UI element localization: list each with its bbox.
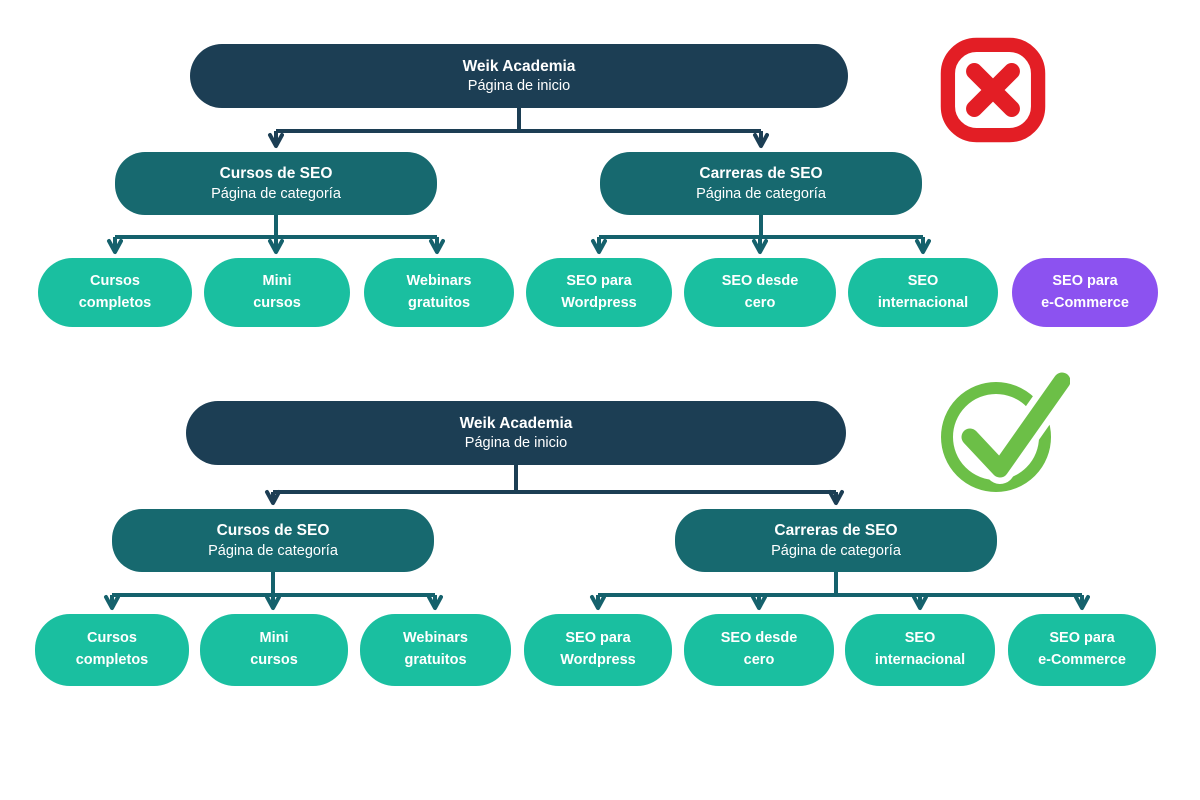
leaf-label-line: SEO para — [566, 272, 632, 289]
leaf-label-line: SEO para — [1049, 630, 1115, 647]
leaf-label-line: SEO para — [1052, 272, 1118, 289]
leaf-label-line: cero — [743, 652, 775, 668]
leaf-label-line: e-Commerce — [1038, 652, 1126, 668]
root-title: Weik Academia — [459, 414, 573, 432]
right-leaf-seo-desde-cero: SEO desde cero — [684, 614, 834, 686]
wrong-leaf-cursos-completos: Cursos completos — [38, 258, 192, 327]
leaf-label-line: Webinars — [406, 272, 472, 289]
leaf-label-line: SEO — [904, 630, 936, 647]
leaf-label-line: cursos — [250, 652, 298, 668]
category-subtitle: Página de categoría — [211, 185, 341, 202]
leaf-label-line: cero — [744, 294, 776, 311]
root-subtitle: Página de inicio — [467, 78, 571, 95]
leaf-label-line: completos — [78, 294, 152, 311]
right-leaf-cursos-completos: Cursos completos — [35, 614, 189, 686]
leaf-label-line: internacional — [877, 294, 969, 311]
leaf-label-line: Cursos — [90, 272, 140, 289]
category-subtitle: Página de categoría — [696, 185, 826, 202]
category-title: Carreras de SEO — [774, 522, 898, 540]
leaf-label-line: completos — [75, 652, 149, 668]
right-category-cursos-de-seo: Cursos de SEO Página de categoría — [112, 509, 434, 572]
wrong-category-cursos-de-seo: Cursos de SEO Página de categoría — [115, 152, 437, 215]
wrong-leaf-webinars-gratuitos: Webinars gratuitos — [364, 258, 514, 327]
leaf-label-line: Wordpress — [560, 652, 636, 668]
cross-icon — [940, 37, 1046, 143]
leaf-label-line: Webinars — [402, 630, 468, 647]
category-title: Cursos de SEO — [219, 165, 333, 183]
leaf-label-line: Cursos — [87, 630, 137, 647]
category-subtitle: Página de categoría — [208, 542, 338, 559]
leaf-label-line: cursos — [253, 294, 301, 311]
leaf-label-line: Mini — [262, 272, 292, 289]
wrong-leaf-seo-para-ecommerce-orphan: SEO para e-Commerce — [1012, 258, 1158, 327]
wrong-leaf-seo-internacional: SEO internacional — [848, 258, 998, 327]
root-title: Weik Academia — [462, 57, 576, 75]
wrong-leaf-seo-desde-cero: SEO desde cero — [684, 258, 836, 327]
right-leaf-mini-cursos: Mini cursos — [200, 614, 348, 686]
leaf-label-line: SEO desde — [721, 272, 799, 289]
leaf-label-line: Wordpress — [561, 294, 637, 311]
right-root-node: Weik Academia Página de inicio — [186, 401, 846, 465]
category-subtitle: Página de categoría — [771, 542, 901, 559]
wrong-category-carreras-de-seo: Carreras de SEO Página de categoría — [600, 152, 922, 215]
leaf-label-line: Mini — [259, 630, 289, 647]
right-leaf-seo-para-ecommerce: SEO para e-Commerce — [1008, 614, 1156, 686]
wrong-leaf-seo-para-wordpress: SEO para Wordpress — [526, 258, 672, 327]
root-subtitle: Página de inicio — [464, 435, 568, 452]
leaf-label-line: SEO desde — [720, 630, 798, 647]
check-icon — [941, 371, 1070, 492]
leaf-label-line: e-Commerce — [1041, 294, 1129, 311]
leaf-label-line: internacional — [874, 652, 966, 668]
category-title: Carreras de SEO — [699, 165, 823, 183]
right-leaf-seo-para-wordpress: SEO para Wordpress — [524, 614, 672, 686]
leaf-label-line: SEO para — [565, 630, 631, 647]
right-category-carreras-de-seo: Carreras de SEO Página de categoría — [675, 509, 997, 572]
leaf-label-line: gratuitos — [407, 294, 471, 311]
right-leaf-seo-internacional: SEO internacional — [845, 614, 995, 686]
leaf-label-line: gratuitos — [404, 652, 467, 668]
wrong-root-node: Weik Academia Página de inicio — [190, 44, 848, 108]
category-title: Cursos de SEO — [216, 522, 330, 540]
wrong-leaf-mini-cursos: Mini cursos — [204, 258, 350, 327]
right-leaf-webinars-gratuitos: Webinars gratuitos — [360, 614, 511, 686]
leaf-label-line: SEO — [907, 272, 939, 289]
